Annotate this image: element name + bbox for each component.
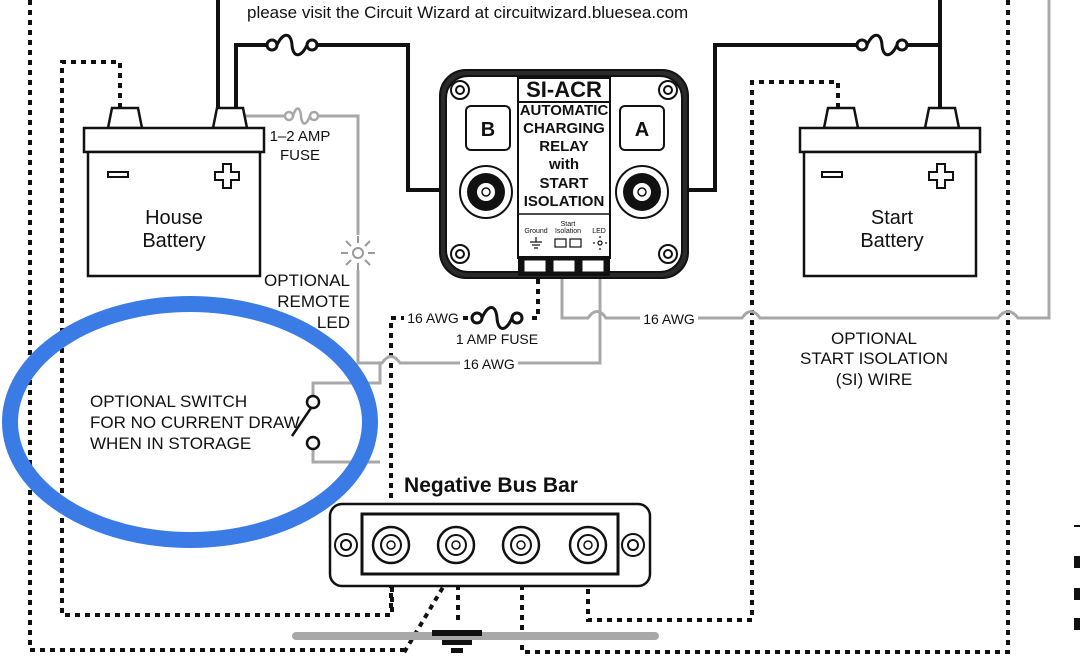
awg-label-led: 16 AWG	[463, 356, 515, 372]
stud-b-icon	[459, 165, 513, 219]
remote-led-label-2: REMOTE	[277, 292, 350, 311]
main-fuse-right-icon	[855, 33, 909, 57]
highlight-ellipse	[2, 296, 378, 548]
house-battery: House Battery	[82, 106, 266, 278]
relay-model: SI-ACR	[526, 77, 602, 102]
si-acr-relay: B A SI-ACR AUTOMATIC CHARGING RELAY with…	[439, 69, 689, 279]
bus-stud-2-icon	[436, 525, 476, 565]
switch-label-3: WHEN IN STORAGE	[90, 434, 251, 453]
bus-stud-1-icon	[371, 525, 411, 565]
bus-bar-title: Negative Bus Bar	[404, 474, 578, 497]
fuse-1amp-label: 1 AMP FUSE	[456, 331, 538, 347]
bus-stud-4-icon	[568, 525, 608, 565]
start-battery: Start Battery	[798, 106, 982, 278]
fuse-12-label-1: 1–2 AMP	[270, 128, 331, 145]
relay-ground-label: Ground	[524, 228, 547, 235]
led-fuse-icon	[283, 107, 320, 125]
header-text: please visit the Circuit Wizard at circu…	[247, 3, 688, 22]
ground-symbol-icon	[530, 237, 542, 249]
relay-desc-4: with	[548, 156, 579, 173]
awg-label-si: 16 AWG	[407, 310, 459, 326]
terminal-a-label: A	[635, 119, 649, 141]
bus-mount-left-icon	[334, 533, 358, 557]
relay-start-label: Start	[561, 221, 576, 228]
relay-desc-6: ISOLATION	[524, 193, 605, 210]
relay-led-label: LED	[592, 228, 606, 235]
positive-wires	[216, 0, 942, 192]
remote-led-icon	[341, 236, 375, 270]
stud-a-icon	[615, 165, 669, 219]
led-symbol-icon	[593, 236, 607, 250]
cropped-text-fragment	[1074, 525, 1080, 630]
si-fuse-icon	[470, 306, 524, 330]
relay-desc-1: AUTOMATIC	[520, 102, 609, 119]
start-battery-line1: Start	[871, 207, 914, 229]
house-battery-line2: Battery	[142, 230, 205, 252]
relay-desc-5: START	[540, 175, 589, 192]
switch-label-1: OPTIONAL SWITCH	[90, 392, 247, 411]
relay-desc-2: CHARGING	[523, 120, 605, 137]
bus-mount-right-icon	[621, 533, 645, 557]
plus-icon	[928, 163, 954, 189]
remote-led-label-1: OPTIONAL	[264, 271, 350, 290]
control-wires	[243, 0, 1051, 464]
switch-label-2: FOR NO CURRENT DRAW	[90, 413, 300, 432]
start-battery-line2: Battery	[860, 230, 923, 252]
main-fuse-left-icon	[265, 33, 319, 57]
plus-icon	[214, 163, 240, 189]
relay-isolation-label: Isolation	[555, 228, 581, 235]
bus-stud-3-icon	[501, 525, 541, 565]
si-wire-label-1: OPTIONAL	[831, 329, 917, 348]
si-wire-label-2: START ISOLATION	[800, 349, 948, 368]
house-battery-line1: House	[145, 207, 203, 229]
ground-plate-icon	[292, 630, 659, 653]
fuse-12-label-2: FUSE	[280, 147, 320, 164]
terminal-b-label: B	[481, 119, 495, 141]
minus-icon	[107, 171, 129, 178]
relay-desc-3: RELAY	[539, 138, 588, 155]
remote-led-label-3: LED	[317, 313, 350, 332]
si-wire-label-3: (SI) WIRE	[836, 370, 913, 389]
storage-switch-icon	[290, 394, 321, 451]
battery-symbol-icon	[554, 238, 582, 248]
minus-icon	[821, 171, 843, 178]
awg-label-start: 16 AWG	[643, 311, 695, 327]
negative-bus-bar: Negative Bus Bar	[328, 474, 652, 588]
